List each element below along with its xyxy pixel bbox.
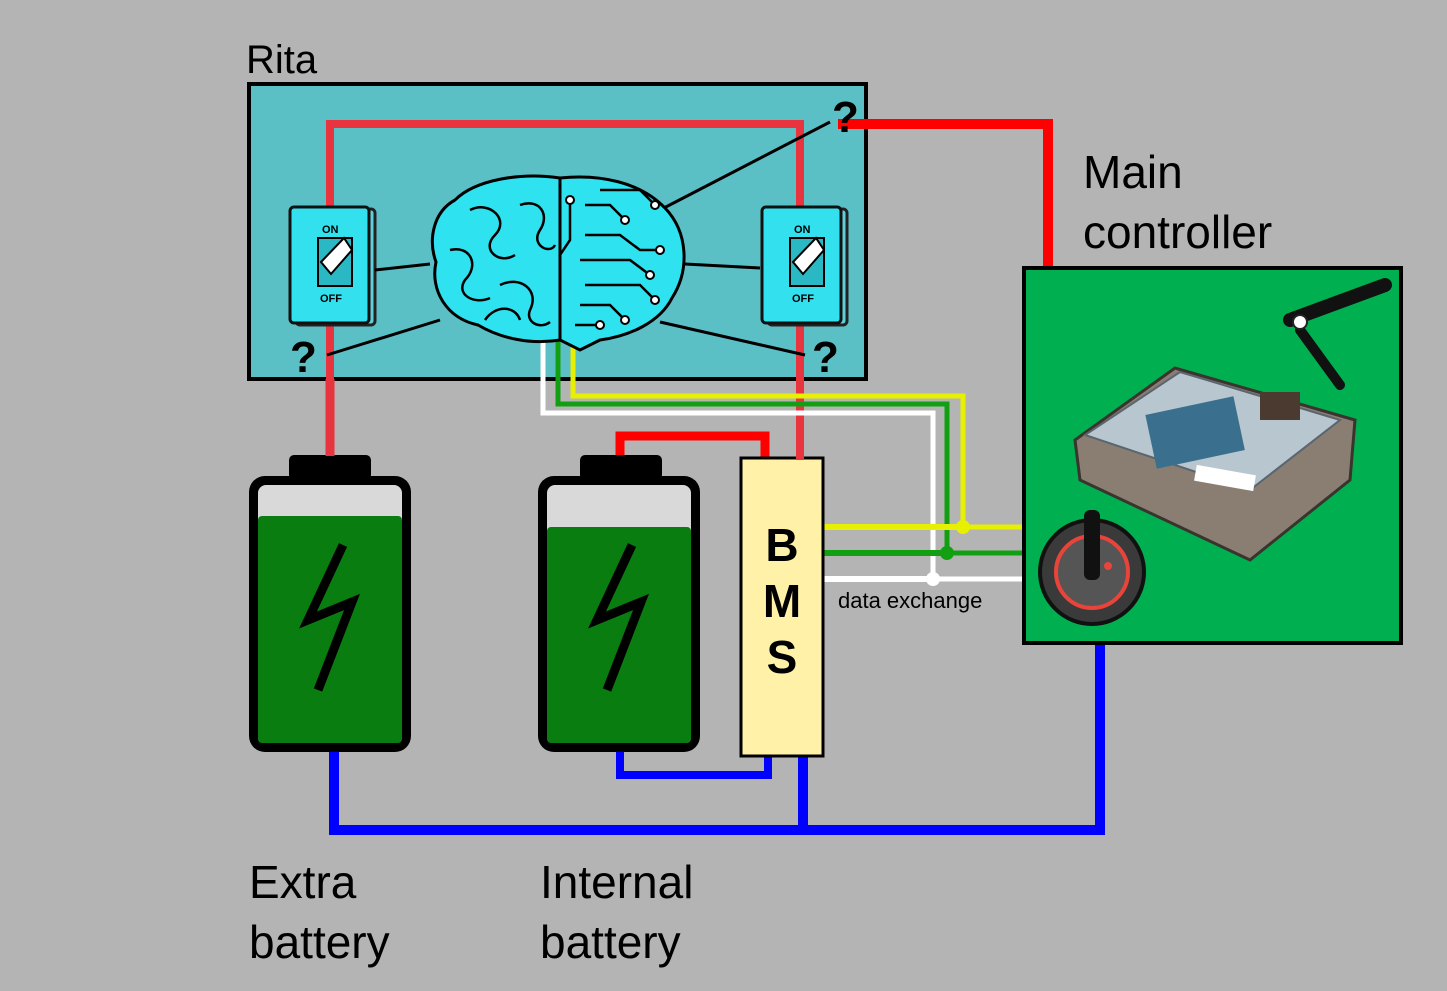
- handlebar-image: [1283, 278, 1392, 390]
- question-mark-bottom-right: ?: [812, 333, 839, 382]
- data-wire-green: [555, 340, 1024, 556]
- brain-connector-lines: [326, 120, 831, 357]
- main-controller-title-line2: controller: [1083, 206, 1272, 258]
- extra-battery-label-line2: battery: [249, 916, 390, 968]
- question-mark-bottom-left: ?: [290, 333, 317, 382]
- extra-battery: [249, 455, 411, 752]
- scooter-wheel-image: [1038, 510, 1146, 626]
- junction-white: [926, 572, 940, 586]
- internal-battery-positive-wire: [615, 431, 770, 460]
- left-switch-off-label: OFF: [320, 293, 342, 305]
- right-switch-on-label: ON: [794, 224, 811, 236]
- internal-battery-label-line1: Internal: [540, 856, 693, 908]
- controller-positive-wire: [838, 119, 1053, 268]
- right-switch: ON OFF: [760, 205, 849, 327]
- internal-battery-bolt-icon: [588, 543, 649, 692]
- data-wire-white: [540, 340, 1024, 582]
- internal-battery-negative-wire: [616, 752, 772, 779]
- junction-green: [940, 546, 954, 560]
- data-exchange-label: data exchange: [838, 588, 982, 613]
- extra-battery-label-line1: Extra: [249, 856, 357, 908]
- bms-letter-m: M: [763, 575, 801, 627]
- controller-unit-image: [1073, 366, 1357, 562]
- main-controller-title-line1: Main: [1083, 146, 1183, 198]
- negative-bus-wire: [329, 643, 1105, 835]
- bms-letter-s: S: [767, 631, 798, 683]
- left-switch: ON OFF: [288, 205, 377, 327]
- extra-battery-bolt-icon: [299, 543, 360, 692]
- question-mark-top-right: ?: [832, 93, 859, 142]
- rita-title: Rita: [246, 38, 318, 82]
- right-switch-off-label: OFF: [792, 293, 814, 305]
- internal-battery: [538, 455, 700, 752]
- internal-battery-label-line2: battery: [540, 916, 681, 968]
- left-switch-on-label: ON: [322, 224, 339, 236]
- bms-letter-b: B: [765, 519, 798, 571]
- junction-yellow: [956, 520, 970, 534]
- data-wire-yellow: [570, 340, 1024, 530]
- brain-icon: [430, 174, 686, 352]
- bms-box: [739, 456, 825, 758]
